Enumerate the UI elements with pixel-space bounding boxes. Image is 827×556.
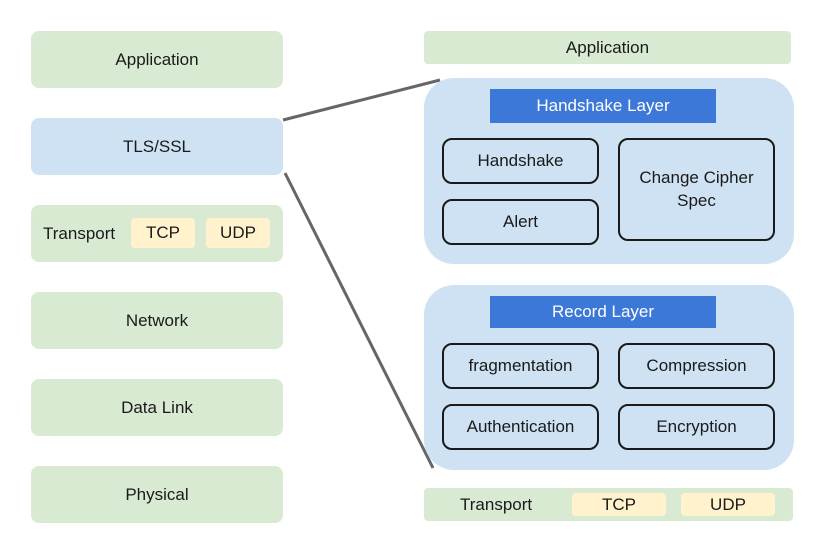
handshake-layer-title: Handshake Layer bbox=[536, 96, 670, 115]
record-layer-header: Record Layer bbox=[490, 296, 716, 328]
handshake-layer-header: Handshake Layer bbox=[490, 89, 716, 123]
layer-data-link-label: Data Link bbox=[121, 397, 193, 417]
layer-network-label: Network bbox=[125, 310, 189, 330]
handshake-layer-panel: Handshake Layer Handshake Alert Change C… bbox=[424, 78, 794, 264]
fragmentation-label: fragmentation bbox=[468, 355, 573, 375]
handshake-protocol-box: Handshake bbox=[442, 138, 599, 184]
right-layer-application-label: Application bbox=[565, 37, 650, 57]
layer-transport: Transport TCP UDP bbox=[31, 205, 283, 262]
layer-tls-ssl: TLS/SSL bbox=[31, 118, 283, 175]
record-layer-title: Record Layer bbox=[551, 302, 655, 321]
connector-line-bottom bbox=[283, 172, 435, 469]
authentication-label: Authentication bbox=[466, 416, 575, 436]
encryption-label: Encryption bbox=[656, 416, 737, 436]
alert-protocol-label: Alert bbox=[503, 211, 538, 231]
right-udp-chip: UDP bbox=[681, 493, 775, 516]
fragmentation-box: fragmentation bbox=[442, 343, 599, 389]
connector-line-top bbox=[282, 78, 441, 122]
alert-protocol-box: Alert bbox=[442, 199, 599, 245]
layer-data-link: Data Link bbox=[31, 379, 283, 436]
tcp-label: TCP bbox=[146, 223, 180, 242]
layer-transport-label: Transport bbox=[43, 223, 116, 243]
right-udp-label: UDP bbox=[710, 494, 746, 514]
layer-application-label: Application bbox=[115, 49, 199, 69]
layer-application: Application bbox=[31, 31, 283, 88]
right-transport-label: Transport bbox=[460, 494, 533, 514]
change-cipher-spec-box: Change Cipher Spec bbox=[618, 138, 775, 241]
layer-tls-ssl-label: TLS/SSL bbox=[122, 136, 192, 156]
layer-physical: Physical bbox=[31, 466, 283, 523]
handshake-protocol-label: Handshake bbox=[477, 150, 564, 170]
tcp-chip: TCP bbox=[131, 218, 195, 248]
change-cipher-spec-label: Change Cipher Spec bbox=[639, 168, 754, 210]
compression-box: Compression bbox=[618, 343, 775, 389]
layer-physical-label: Physical bbox=[125, 484, 189, 504]
udp-label: UDP bbox=[220, 223, 256, 242]
record-layer-panel: Record Layer fragmentation Compression A… bbox=[424, 285, 794, 470]
right-tcp-label: TCP bbox=[602, 494, 636, 514]
authentication-box: Authentication bbox=[442, 404, 599, 450]
udp-chip: UDP bbox=[206, 218, 270, 248]
compression-label: Compression bbox=[646, 355, 747, 375]
right-layer-application: Application bbox=[424, 31, 791, 64]
right-tcp-chip: TCP bbox=[572, 493, 666, 516]
right-layer-transport: Transport TCP UDP bbox=[424, 488, 793, 521]
encryption-box: Encryption bbox=[618, 404, 775, 450]
layer-network: Network bbox=[31, 292, 283, 349]
